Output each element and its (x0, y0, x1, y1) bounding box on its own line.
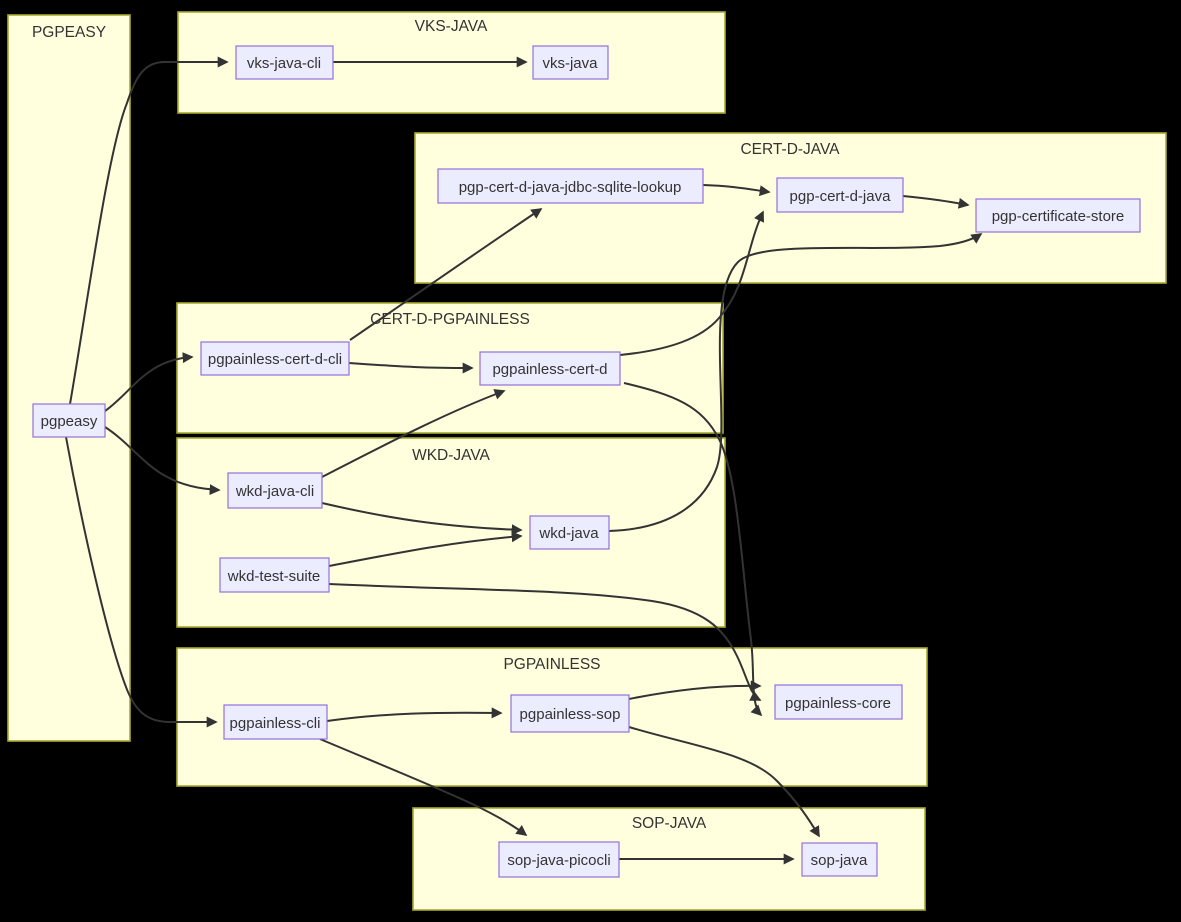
edge-wkd-java-cli-to-wkd-java (321, 502, 523, 536)
node-vks-java-box (532, 45, 609, 80)
cluster-wkd-java: WKD-JAVA (176, 437, 726, 628)
edge-wkd-java-to-pgp-certificate-store (608, 233, 983, 532)
cluster-wkd-java-box (176, 437, 726, 628)
node-sop-java-picocli: sop-java-picocli (498, 841, 620, 878)
cluster-pgpeasy-title: PGPEASY (32, 24, 106, 41)
cluster-vks-java-title: VKS-JAVA (415, 18, 488, 35)
node-wkd-java-cli-label: wkd-java-cli (235, 483, 314, 500)
node-vks-java-cli-box (235, 45, 334, 80)
node-pgpainless-cert-d-cli: pgpainless-cert-d-cli (200, 341, 350, 376)
node-vks-java-cli: vks-java-cli (235, 45, 334, 80)
edge-pgpainless-cli-to-pgpainless-sop (326, 707, 503, 722)
node-pgp-cert-d-java: pgp-cert-d-java (776, 177, 904, 213)
node-pgpainless-cli: pgpainless-cli (223, 704, 328, 740)
edge-pgpainless-cert-d-to-pgpainless-core (623, 382, 763, 717)
node-pgp-cert-d-java-box (776, 177, 904, 213)
edge-pgpainless-sop-to-pgpainless-core (628, 680, 762, 700)
node-sop-java-label: sop-java (811, 852, 868, 869)
node-pgp-cert-d-java-jdbc-sqlite-lookup-box (437, 168, 704, 204)
node-sop-java: sop-java (801, 842, 878, 877)
node-pgpeasy-label: pgpeasy (41, 413, 98, 430)
node-vks-java-label: vks-java (542, 55, 598, 72)
node-sop-java-picocli-box (498, 841, 620, 878)
node-pgpainless-sop: pgpainless-sop (510, 694, 630, 733)
node-pgpainless-cert-d-label: pgpainless-cert-d (492, 361, 607, 378)
edge-pgpainless-sop-to-sop-java (628, 726, 820, 838)
node-sop-java-box (801, 842, 878, 877)
edge-layer (65, 56, 983, 865)
node-pgpainless-cert-d-box (479, 351, 621, 386)
node-pgpainless-cert-d: pgpainless-cert-d (479, 351, 621, 386)
cluster-cert-d-java-title: CERT-D-JAVA (740, 141, 840, 158)
cluster-pgpeasy-box (7, 14, 131, 742)
edge-wkd-test-suite-to-wkd-java (328, 531, 523, 567)
edge-pgpainless-cert-d-cli-to-pgpainless-cert-d (348, 362, 474, 374)
edge-pgp-cert-d-java-to-pgp-certificate-store (902, 195, 970, 209)
node-wkd-test-suite-box (219, 557, 330, 593)
edge-pgp-cert-d-java-jdbc-sqlite-lookup-to-pgp-cert-d-java (702, 184, 771, 197)
node-pgpainless-sop-box (510, 694, 630, 733)
node-wkd-java: wkd-java (529, 515, 610, 550)
node-pgpainless-cli-box (223, 704, 328, 740)
node-wkd-java-cli: wkd-java-cli (227, 472, 323, 509)
cluster-cert-d-pgpainless-title: CERT-D-PGPAINLESS (370, 311, 530, 328)
node-wkd-java-box (529, 515, 610, 550)
node-wkd-java-label: wkd-java (538, 525, 599, 542)
cluster-wkd-java-title: WKD-JAVA (412, 447, 490, 464)
node-pgpainless-core-label: pgpainless-core (785, 695, 891, 712)
edge-wkd-java-cli-to-pgpainless-cert-d (321, 389, 506, 478)
cluster-sop-java-title: SOP-JAVA (632, 815, 707, 832)
edge-pgpeasy-to-wkd-java-cli (104, 426, 221, 496)
cluster-pgpainless-title: PGPAINLESS (503, 656, 600, 673)
edge-pgpeasy-to-pgpainless-cert-d-cli (104, 352, 194, 412)
node-pgpeasy-box (32, 403, 106, 438)
cluster-pgpeasy: PGPEASY (7, 14, 131, 742)
edge-pgpainless-cli-to-sop-java-picocli (319, 738, 528, 836)
node-pgp-cert-d-java-jdbc-sqlite-lookup: pgp-cert-d-java-jdbc-sqlite-lookup (437, 168, 704, 204)
node-pgpainless-cert-d-cli-label: pgpainless-cert-d-cli (208, 351, 342, 368)
node-vks-java: vks-java (532, 45, 609, 80)
edge-pgpainless-cert-d-to-pgp-cert-d-java (619, 210, 764, 356)
edge-pgpeasy-to-vks-java-cli (69, 56, 229, 405)
node-sop-java-picocli-label: sop-java-picocli (507, 852, 610, 869)
node-pgp-cert-d-java-jdbc-sqlite-lookup-label: pgp-cert-d-java-jdbc-sqlite-lookup (459, 179, 682, 196)
edge-pgpeasy-to-pgpainless-cli (65, 436, 218, 728)
node-pgpainless-cert-d-cli-box (200, 341, 350, 376)
node-vks-java-cli-label: vks-java-cli (247, 55, 321, 72)
edge-pgpainless-cert-d-cli-to-pgp-cert-d-java-jdbc-sqlite-lookup (349, 208, 543, 341)
node-pgpainless-sop-label: pgpainless-sop (520, 706, 621, 723)
node-pgp-certificate-store: pgp-certificate-store (975, 198, 1141, 233)
node-pgpainless-core: pgpainless-core (774, 684, 903, 720)
node-pgpainless-core-box (774, 684, 903, 720)
node-pgp-certificate-store-label: pgp-certificate-store (992, 208, 1125, 225)
node-pgpeasy: pgpeasy (32, 403, 106, 438)
node-wkd-java-cli-box (227, 472, 323, 509)
node-pgpainless-cli-label: pgpainless-cli (230, 715, 321, 732)
node-wkd-test-suite: wkd-test-suite (219, 557, 330, 593)
node-pgp-cert-d-java-label: pgp-cert-d-java (790, 188, 892, 205)
edge-wkd-test-suite-to-pgpainless-core (328, 583, 762, 701)
node-pgp-certificate-store-box (975, 198, 1141, 233)
node-wkd-test-suite-label: wkd-test-suite (227, 568, 321, 585)
